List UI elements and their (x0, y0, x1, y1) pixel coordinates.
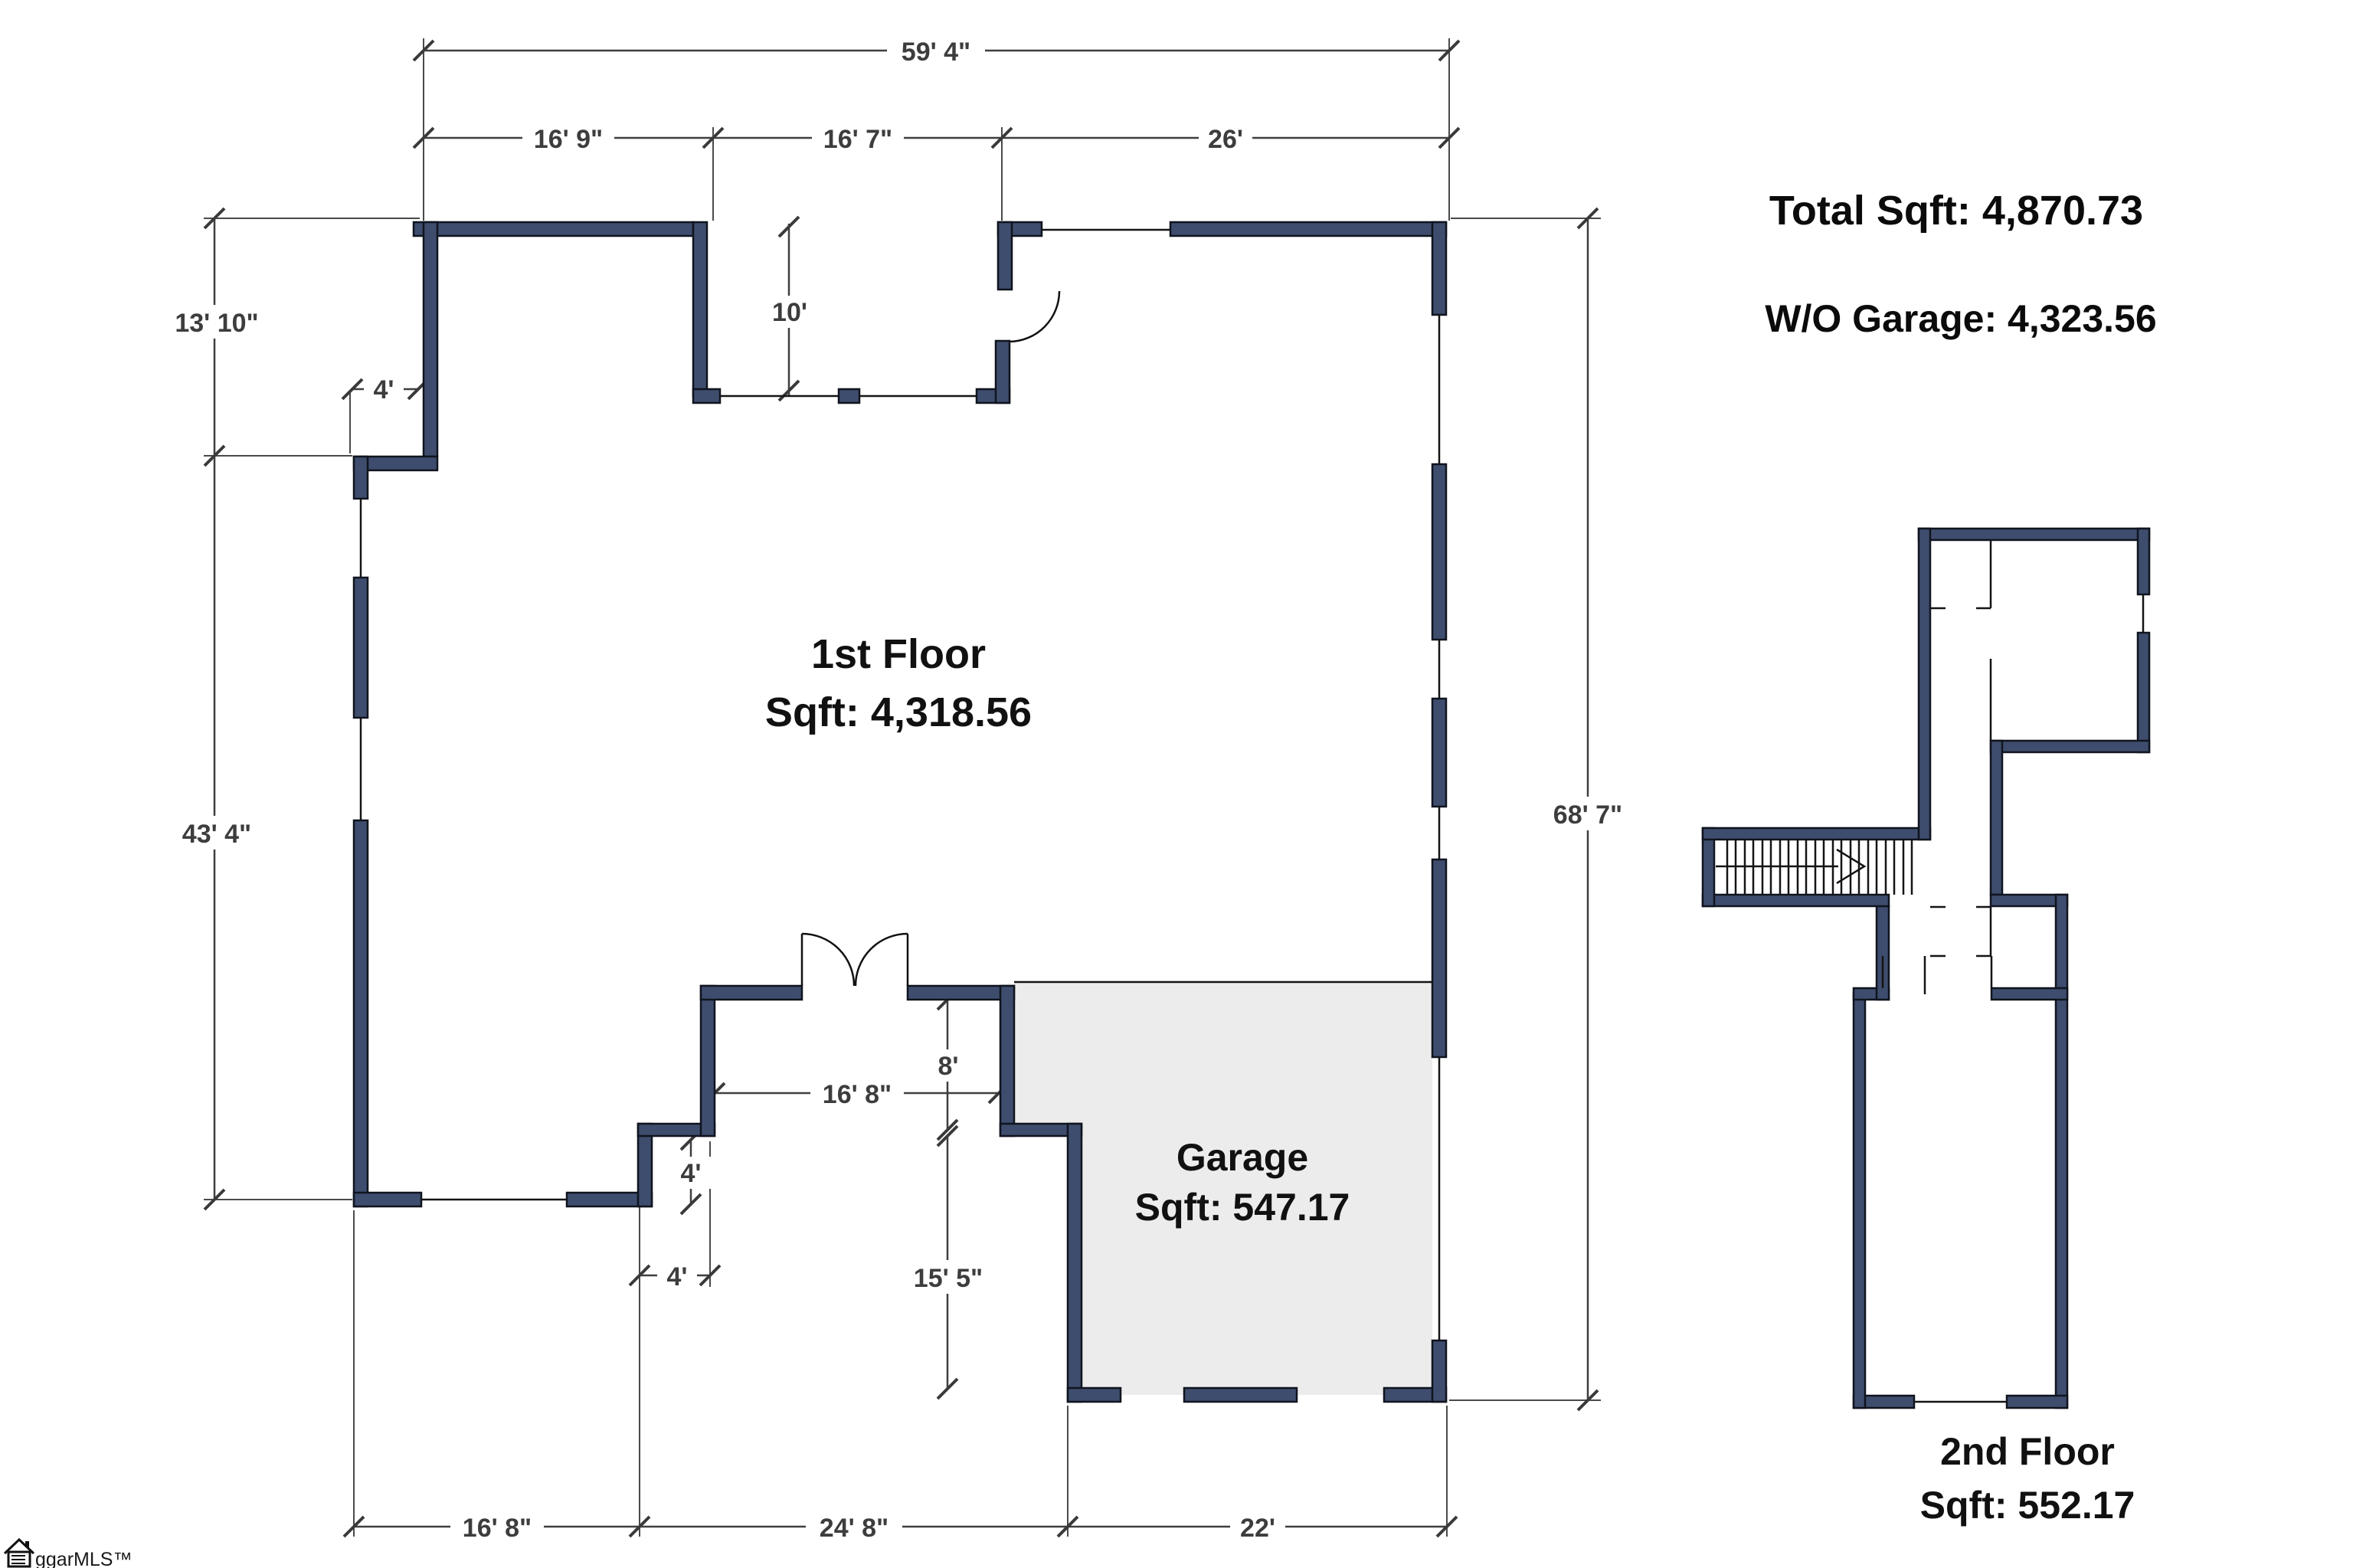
dim-label-porch-depth: 8' (938, 1052, 959, 1081)
garage-sqft: Sqft: 547.17 (1135, 1186, 1350, 1229)
dim-label-bottom-right: 22' (1240, 1514, 1275, 1543)
dim-top-right: 26' (1199, 121, 1252, 155)
dim-recess-depth: 10' (764, 296, 815, 328)
dim-top-mid: 16' 7" (812, 121, 904, 155)
second-floor-sqft: Sqft: 552.17 (1920, 1484, 2135, 1527)
house-icon (3, 1537, 35, 1568)
dim-label-right-total: 68' 7" (1553, 800, 1622, 830)
brand-logo: ggarMLS™ (3, 1537, 132, 1568)
front-door-arc (1009, 290, 1061, 343)
first-floor-name: 1st Floor (811, 631, 986, 677)
dim-garage-side: 15' 5" (902, 1260, 995, 1294)
garage-name: Garage (1176, 1136, 1308, 1179)
dim-label-porch-width: 16' 8" (823, 1080, 892, 1109)
first-floor-walls (352, 221, 1448, 1403)
dim-label-top-mid: 16' 7" (823, 125, 892, 154)
garage-floor-fill (1014, 982, 1432, 1395)
dim-left-lower: 43' 4" (169, 816, 265, 849)
header-totals: Total Sqft: 4,870.73 W/O Garage: 4,323.5… (1765, 188, 2156, 340)
second-floor-name: 2nd Floor (1940, 1430, 2115, 1473)
dim-step-top: 4' (364, 373, 404, 405)
dim-top-left: 16' 9" (522, 121, 614, 155)
dim-porch-depth: 8' (928, 1049, 969, 1082)
dim-bottom-right: 22' (1230, 1510, 1285, 1543)
total-sqft-label: Total Sqft: 4,870.73 (1769, 188, 2143, 234)
double-entry-door (800, 932, 909, 987)
dim-top-total: 59' 4" (887, 34, 985, 67)
first-floor-sqft: Sqft: 4,318.56 (765, 689, 1032, 735)
dim-right-total: 68' 7" (1538, 797, 1638, 830)
staircase (1716, 840, 1913, 895)
stair-direction-arrow-icon (1836, 848, 1867, 885)
second-floor-walls (1701, 527, 2151, 1409)
dim-label-bottom-mid: 24' 8" (820, 1514, 889, 1543)
dim-label-bottom-left: 16' 8" (463, 1514, 532, 1543)
dim-label-garage-side: 15' 5" (914, 1264, 983, 1293)
floor-labels: 1st Floor Sqft: 4,318.56 Garage Sqft: 54… (765, 631, 2135, 1527)
wo-garage-label: W/O Garage: 4,323.56 (1765, 297, 2156, 340)
dim-left-upper: 13' 10" (162, 305, 271, 339)
dim-label-left-upper: 13' 10" (175, 309, 258, 338)
dim-porch-width: 16' 8" (810, 1076, 904, 1110)
dim-step-vertical: 4' (671, 1157, 711, 1189)
dim-label-top-total: 59' 4" (902, 38, 970, 67)
dim-bottom-left: 16' 8" (450, 1510, 544, 1543)
dim-bottom-mid: 24' 8" (806, 1510, 902, 1543)
dim-step-horizontal: 4' (657, 1260, 697, 1292)
dim-label-step-vertical: 4' (681, 1159, 702, 1188)
dim-label-step-horizontal: 4' (667, 1262, 688, 1291)
dim-label-recess-depth: 10' (772, 298, 807, 327)
doors (800, 290, 1061, 987)
dim-label-step-top: 4' (374, 375, 394, 404)
dimension-labels: 59' 4" 16' 9" 16' 7" 26' 13' 10" 43' 4" … (162, 34, 1638, 1543)
dim-label-top-right: 26' (1208, 125, 1243, 154)
dim-label-top-left: 16' 9" (534, 125, 603, 154)
dim-label-left-lower: 43' 4" (182, 820, 251, 849)
brand-logo-text: ggarMLS™ (35, 1549, 132, 1568)
